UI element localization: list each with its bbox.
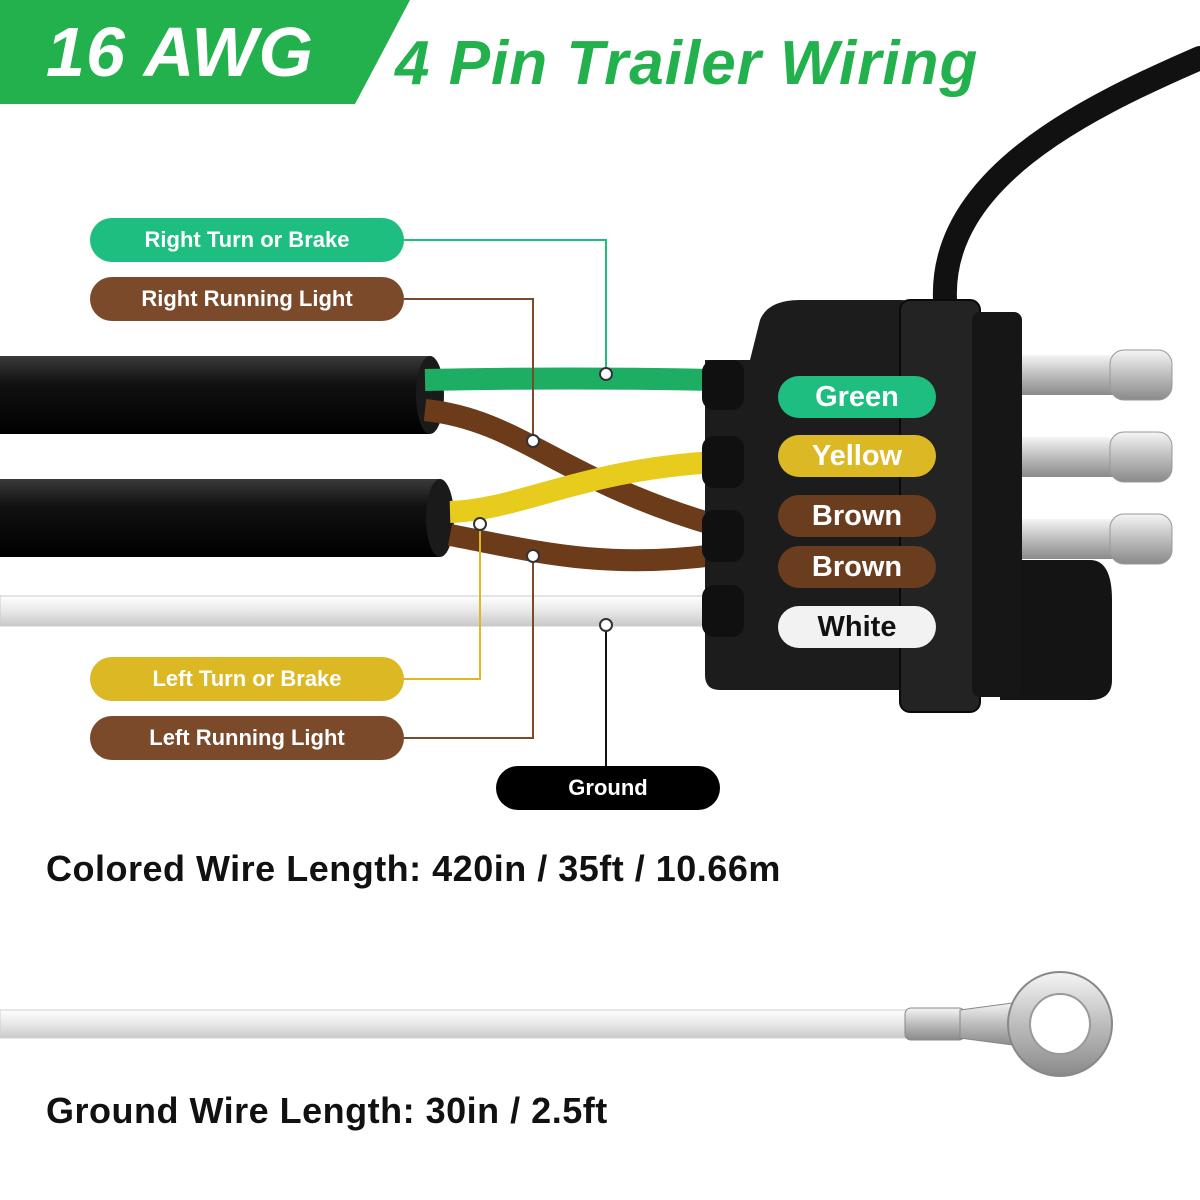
dot-ground (599, 618, 613, 632)
header-badge-shape (0, 0, 410, 104)
label-right-turn: Right Turn or Brake (90, 218, 404, 262)
colored-wire-length: Colored Wire Length: 420in / 35ft / 10.6… (46, 848, 781, 889)
label-ground: Ground (496, 766, 720, 810)
wire-green (424, 367, 716, 391)
wire-brown-2 (447, 524, 717, 572)
ring-terminal-icon (904, 971, 1113, 1077)
connector-label-brown-1: Brown (778, 495, 936, 537)
leader-left-running (404, 556, 534, 739)
ground-wire-length: Ground Wire Length: 30in / 2.5ft (46, 1090, 608, 1131)
dot-left-running (526, 549, 540, 563)
label-right-running: Right Running Light (90, 277, 404, 321)
page-title: 4 Pin Trailer Wiring (395, 28, 979, 98)
wire-brown-1 (423, 399, 719, 536)
label-left-running: Left Running Light (90, 716, 404, 760)
awg-badge: 16 AWG (46, 13, 314, 91)
connector-housing (702, 299, 1173, 713)
leader-right-turn (404, 239, 607, 373)
white-wire (0, 595, 716, 627)
jacket-upper (0, 356, 430, 434)
connector-label-yellow: Yellow (778, 435, 936, 477)
dot-right-turn (599, 367, 613, 381)
jacket-lower (0, 479, 440, 557)
label-left-turn: Left Turn or Brake (90, 657, 404, 701)
leader-right-running (404, 298, 534, 440)
cable-upper (932, 46, 1200, 312)
wire-yellow (449, 451, 716, 523)
connector-label-green: Green (778, 376, 936, 418)
dot-right-running (526, 434, 540, 448)
leader-left-turn (404, 524, 481, 680)
bullet-pin-icon (1000, 349, 1173, 565)
connector-label-brown-2: Brown (778, 546, 936, 588)
connector-label-white: White (778, 606, 936, 648)
jacket-lower-end (426, 479, 454, 557)
dot-left-turn (473, 517, 487, 531)
ground-wire (0, 1009, 921, 1039)
